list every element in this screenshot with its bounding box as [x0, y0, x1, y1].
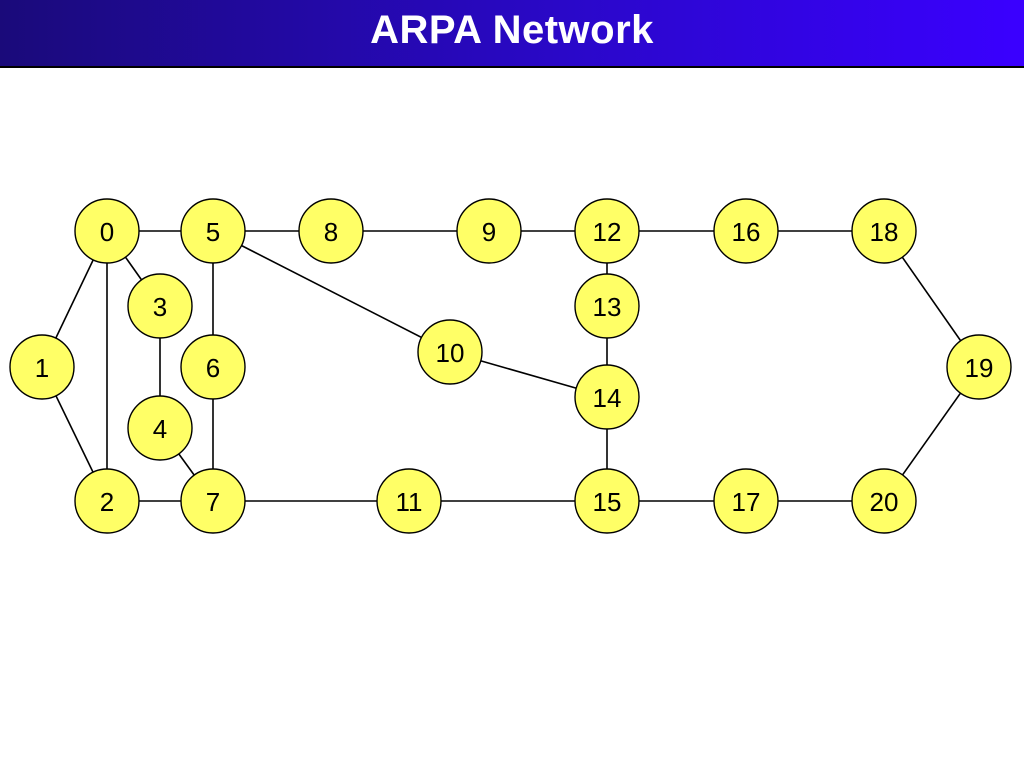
- node-circle: [180, 334, 246, 400]
- node-5: 5: [180, 198, 246, 264]
- node-label: 11: [396, 487, 423, 517]
- node-11: 11: [376, 468, 442, 534]
- node-circle: [713, 198, 779, 264]
- node-13: 13: [574, 273, 640, 339]
- edge-5-10: [212, 230, 451, 353]
- node-label: 1: [35, 353, 49, 383]
- node-circle: [9, 334, 75, 400]
- node-label: 8: [324, 217, 338, 247]
- node-circle: [713, 468, 779, 534]
- node-4: 4: [127, 395, 193, 461]
- node-circle: [574, 273, 640, 339]
- node-label: 6: [206, 353, 220, 383]
- node-label: 7: [206, 487, 220, 517]
- node-20: 20: [851, 468, 917, 534]
- node-circle: [127, 273, 193, 339]
- node-3: 3: [127, 273, 193, 339]
- node-label: 19: [965, 353, 994, 383]
- node-label: 13: [593, 292, 622, 322]
- node-circle: [74, 468, 140, 534]
- node-label: 3: [153, 292, 167, 322]
- node-circle: [946, 334, 1012, 400]
- node-circle: [417, 319, 483, 385]
- node-circle: [851, 468, 917, 534]
- title-bar: ARPA Network: [0, 0, 1024, 68]
- node-label: 9: [482, 217, 496, 247]
- node-circle: [127, 395, 193, 461]
- node-circle: [574, 468, 640, 534]
- node-label: 16: [732, 217, 761, 247]
- node-circle: [180, 468, 246, 534]
- node-circle: [574, 364, 640, 430]
- node-label: 2: [100, 487, 114, 517]
- node-circle: [74, 198, 140, 264]
- node-14: 14: [574, 364, 640, 430]
- node-circle: [298, 198, 364, 264]
- node-circle: [574, 198, 640, 264]
- node-label: 14: [593, 383, 622, 413]
- node-label: 12: [593, 217, 622, 247]
- node-8: 8: [298, 198, 364, 264]
- node-6: 6: [180, 334, 246, 400]
- node-1: 1: [9, 334, 75, 400]
- node-label: 18: [870, 217, 899, 247]
- node-17: 17: [713, 468, 779, 534]
- node-label: 20: [870, 487, 899, 517]
- node-label: 15: [593, 487, 622, 517]
- node-10: 10: [417, 319, 483, 385]
- node-9: 9: [456, 198, 522, 264]
- node-circle: [180, 198, 246, 264]
- node-label: 10: [436, 338, 465, 368]
- node-18: 18: [851, 198, 917, 264]
- node-16: 16: [713, 198, 779, 264]
- node-circle: [456, 198, 522, 264]
- node-label: 0: [100, 217, 114, 247]
- node-7: 7: [180, 468, 246, 534]
- node-2: 2: [74, 468, 140, 534]
- node-label: 17: [732, 487, 761, 517]
- node-12: 12: [574, 198, 640, 264]
- node-15: 15: [574, 468, 640, 534]
- page-title: ARPA Network: [370, 7, 654, 52]
- node-circle: [376, 468, 442, 534]
- node-label: 5: [206, 217, 220, 247]
- node-label: 4: [153, 414, 167, 444]
- node-0: 0: [74, 198, 140, 264]
- node-19: 19: [946, 334, 1012, 400]
- node-circle: [851, 198, 917, 264]
